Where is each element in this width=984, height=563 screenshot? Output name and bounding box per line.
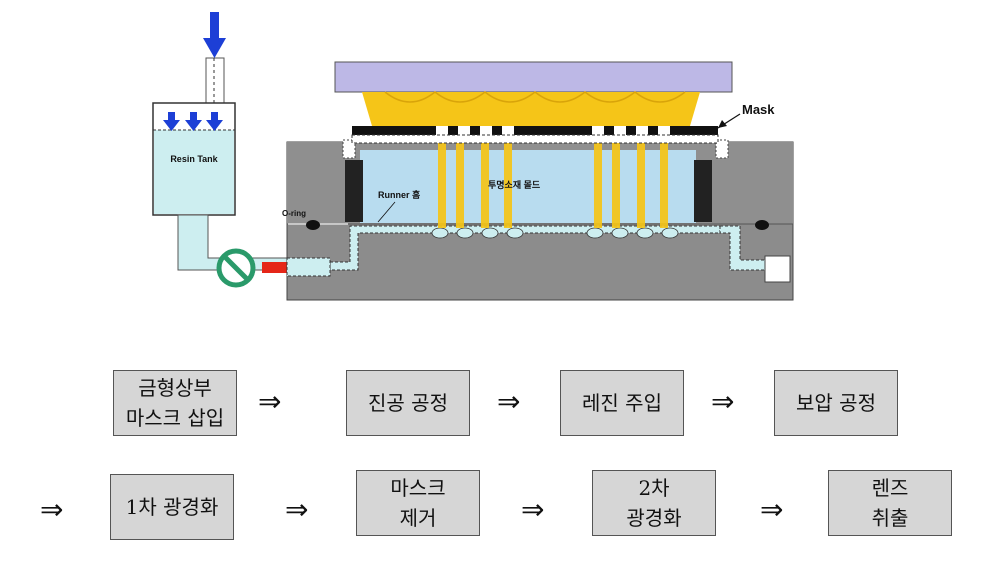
step-line1: 1차 광경화 [125,495,219,519]
step-vacuum: 진공 공정 [346,370,470,436]
step-line1: 진공 공정 [368,391,448,415]
step-mask-removal: 마스크 제거 [356,470,480,536]
tank-pressure-arrow-icon [163,112,223,131]
valve-icon [216,248,256,288]
o-ring-left [306,220,320,230]
step-second-curing: 2차 광경화 [592,470,716,536]
flow-arrow-icon: ⇒ [285,493,309,526]
step-line2: 광경화 [626,506,682,530]
mold-label: 투명소재 몰드 [488,179,541,190]
step-first-curing: 1차 광경화 [110,474,234,540]
step-line1: 마스크 [390,476,446,500]
flow-arrow-icon: ⇒ [258,385,282,418]
right-clamp [694,160,712,222]
mask-label: Mask [742,102,775,117]
step-line2: 마스크 삽입 [125,406,225,430]
flow-arrow-icon: ⇒ [497,385,521,418]
inlet-pipe [205,57,225,104]
right-vent [715,139,729,159]
step-line1: 금형상부 [138,376,212,400]
step-holding-pressure: 보압 공정 [774,370,898,436]
step-resin-injection: 레진 주입 [560,370,684,436]
step-line1: 레진 주입 [582,391,662,415]
glass-plate [334,61,733,93]
mask [351,126,719,144]
mask-pointer-arrow-icon [718,120,727,128]
step-line2: 취출 [871,506,909,530]
runner-label: Runner 홈 [378,189,420,200]
step-mask-insert: 금형상부 마스크 삽입 [113,370,237,436]
flow-arrow-icon: ⇒ [711,385,735,418]
runner-pointer-line [377,201,396,223]
inlet-port [286,257,331,277]
step-line1: 보압 공정 [796,391,876,415]
o-ring-label: O-ring [282,209,306,218]
step-line1: 렌즈 [871,476,909,500]
light-beams [438,130,668,228]
flow-arrow-icon: ⇒ [760,493,784,526]
left-clamp [345,160,363,222]
resin-tank-label: Resin Tank [170,154,218,164]
uv-lamp [362,91,700,126]
outlet-port [764,255,791,283]
step-line1: 2차 [638,476,670,500]
inlet-arrow-icon [203,12,226,58]
flow-arrow-icon: ⇒ [40,493,64,526]
flow-arrow-icon: ⇒ [521,493,545,526]
left-vent [342,139,356,159]
resin-tank: Resin Tank [152,102,236,216]
outlet-channel [719,225,781,271]
lens-cavities [431,227,679,239]
step-line2: 제거 [399,506,437,530]
step-lens-ejection: 렌즈 취출 [828,470,952,536]
o-ring-right [755,220,769,230]
